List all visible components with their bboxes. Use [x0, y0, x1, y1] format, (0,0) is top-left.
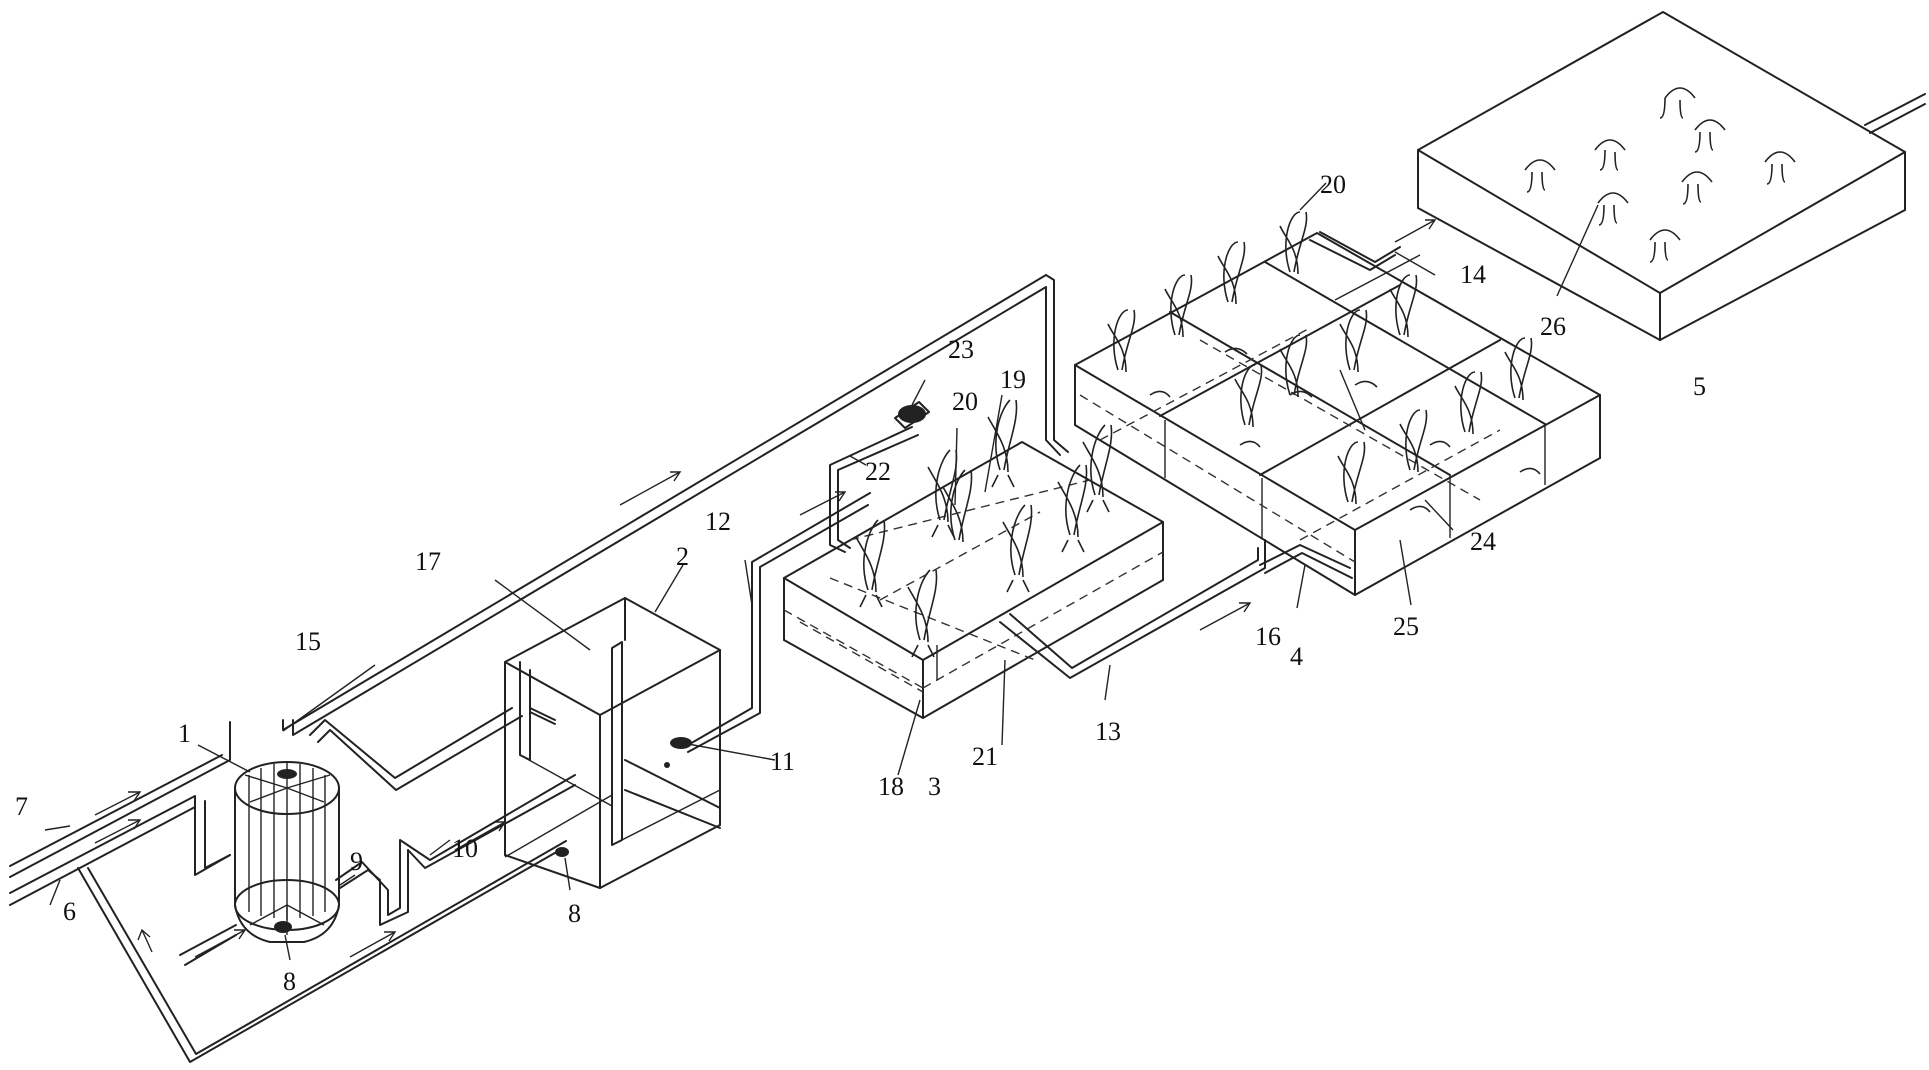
- label-7: 7: [15, 792, 28, 821]
- label-4: 4: [1290, 642, 1303, 671]
- label-22: 22: [865, 457, 891, 486]
- tank-1: [234, 761, 340, 943]
- pump-icon: [670, 737, 692, 749]
- label-17: 17: [415, 547, 441, 576]
- label-20b: 20: [1320, 170, 1346, 199]
- label-16: 16: [1255, 622, 1281, 651]
- label-20a: 20: [952, 387, 978, 416]
- reference-numerals: 1 2 3 4 5 6 7 8 8 9 10 11 12 13 14 15 16…: [15, 170, 1706, 996]
- uv-lamp-icon: [898, 405, 926, 423]
- tank-3: [783, 441, 1266, 719]
- label-15: 15: [295, 627, 321, 656]
- pipe-6: [9, 795, 231, 906]
- label-8b: 8: [568, 899, 581, 928]
- pipe-9-10: [179, 774, 576, 966]
- aerator-icon: [274, 921, 292, 933]
- label-14: 14: [1460, 260, 1486, 289]
- return-pipe: [77, 840, 567, 1063]
- floating-plants: [1524, 87, 1796, 263]
- tank-2: [504, 597, 721, 889]
- label-12: 12: [705, 507, 731, 536]
- pipe-7: [9, 721, 231, 878]
- aerator-icon: [555, 847, 569, 857]
- tank-4: [1074, 231, 1601, 596]
- label-25: 25: [1393, 612, 1419, 641]
- label-21: 21: [972, 742, 998, 771]
- label-24: 24: [1470, 527, 1496, 556]
- label-18: 18: [878, 772, 904, 801]
- label-9: 9: [350, 847, 363, 876]
- tank-5: [1417, 11, 1926, 341]
- emergent-plants: [855, 211, 1533, 658]
- label-11: 11: [770, 747, 795, 776]
- label-13: 13: [1095, 717, 1121, 746]
- label-3: 3: [928, 772, 941, 801]
- pipe-12: [687, 492, 871, 753]
- label-5: 5: [1693, 372, 1706, 401]
- pipe-15: [282, 274, 1069, 736]
- label-2: 2: [676, 542, 689, 571]
- pipe-upper-link: [309, 707, 523, 791]
- label-23: 23: [948, 335, 974, 364]
- leader-lines: [44, 182, 1599, 961]
- label-6: 6: [63, 897, 76, 926]
- label-1: 1: [178, 719, 191, 748]
- label-8a: 8: [283, 967, 296, 996]
- label-10: 10: [452, 834, 478, 863]
- label-19: 19: [1000, 365, 1026, 394]
- flow-arrows: [94, 219, 1437, 958]
- label-26: 26: [1540, 312, 1566, 341]
